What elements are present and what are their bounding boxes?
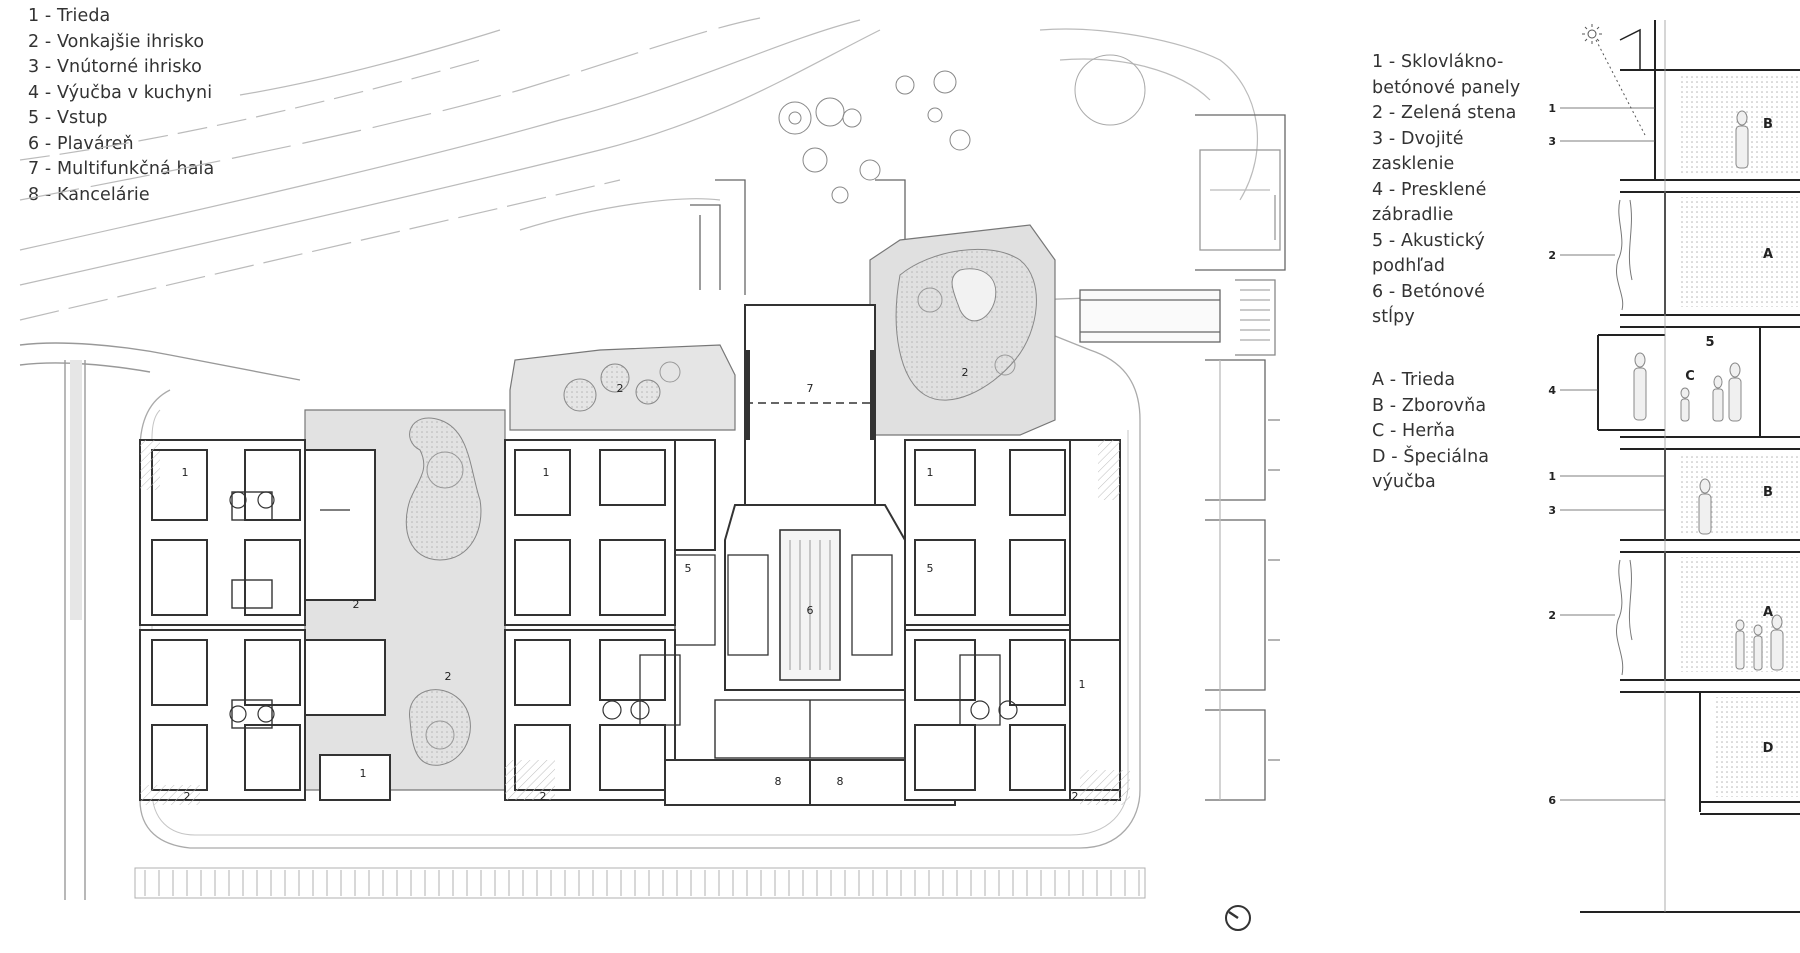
section-legend-item: 4 - Presklené xyxy=(1372,179,1487,200)
plan-label: 2 xyxy=(1072,790,1079,803)
neighbour-buildings xyxy=(1195,114,1286,801)
plan-label: 1 xyxy=(360,767,367,780)
plan-label: 2 xyxy=(617,382,624,395)
room-legend-item: C - Herňa xyxy=(1372,421,1456,441)
plan-label: 2 xyxy=(353,598,360,611)
plan-legend-item: 4 - Výučba v kuchyni xyxy=(28,82,213,103)
section-legend-item: 3 - Dvojité xyxy=(1372,128,1464,149)
site-contours xyxy=(19,17,1258,321)
plan-label: 2 xyxy=(445,670,452,683)
site-trees xyxy=(778,54,1146,204)
room-legend-item: výučba xyxy=(1372,472,1436,492)
section-legend-item: 2 - Zelená stena xyxy=(1372,103,1517,123)
plan-label: 5 xyxy=(685,562,692,575)
section-callout: 2 xyxy=(1548,249,1556,262)
plan-legend-item: 8 - Kancelárie xyxy=(28,184,150,205)
section-legend: 1 - Sklovlákno- betónové panely 2 - Zele… xyxy=(1372,50,1520,331)
plan-label: 1 xyxy=(1079,678,1086,691)
center-block xyxy=(664,304,956,806)
plan-legend: 1 - Trieda 2 - Vonkajšie ihrisko 3 - Vnú… xyxy=(28,4,214,208)
plan-label: 2 xyxy=(962,366,969,379)
plan-label: 1 xyxy=(543,466,550,479)
plan-label: 8 xyxy=(837,775,844,788)
north-arrow-icon xyxy=(1225,905,1251,931)
section-callout: 4 xyxy=(1548,384,1556,397)
people-figures xyxy=(1633,110,1784,671)
section-legend-item: zábradlie xyxy=(1372,205,1454,225)
plan-label: 1 xyxy=(927,466,934,479)
sun-icon xyxy=(1582,24,1646,136)
section-callout: 3 xyxy=(1548,135,1556,148)
room-callout: C xyxy=(1685,369,1695,384)
plan-legend-item: 7 - Multifunkčná hala xyxy=(28,159,215,179)
building-section-drawing: 1 3 2 4 1 3 2 6 B A 5 C B A D xyxy=(1548,20,1800,913)
room-callout: A xyxy=(1763,247,1773,262)
plan-label: 2 xyxy=(184,790,191,803)
section-legend-item: stĺpy xyxy=(1372,307,1415,327)
section-callout: 1 xyxy=(1548,470,1556,483)
room-callout: B xyxy=(1763,485,1773,500)
plan-legend-item: 2 - Vonkajšie ihrisko xyxy=(28,31,205,52)
plan-label: 1 xyxy=(182,466,189,479)
wing-center-right xyxy=(904,439,1130,805)
section-callout: 2 xyxy=(1548,609,1556,622)
plan-label: 6 xyxy=(807,604,814,617)
section-callout: 6 xyxy=(1548,794,1556,807)
plan-label: 2 xyxy=(540,790,547,803)
plan-legend-item: 3 - Vnútorné ihrisko xyxy=(28,57,202,77)
section-legend-item: betónové panely xyxy=(1372,77,1521,98)
section-callout: 3 xyxy=(1548,504,1556,517)
section-legend-item: 1 - Sklovlákno- xyxy=(1372,52,1504,72)
room-callout: B xyxy=(1763,117,1773,132)
room-legend: A - Trieda B - Zborovňa C - Herňa D - Šp… xyxy=(1372,368,1489,496)
section-legend-item: podhľad xyxy=(1372,256,1446,276)
parking-strip xyxy=(134,867,1146,899)
room-legend-item: B - Zborovňa xyxy=(1372,395,1487,416)
north-structures xyxy=(690,179,1276,356)
room-callout: 5 xyxy=(1705,335,1714,350)
plan-label: 8 xyxy=(775,775,782,788)
plan-label: 5 xyxy=(927,562,934,575)
section-callout: 1 xyxy=(1548,102,1556,115)
room-legend-item: A - Trieda xyxy=(1372,370,1456,390)
plan-number-labels: 1 1 1 1 1 2 2 2 2 2 2 2 5 5 6 7 8 8 xyxy=(182,366,1086,803)
room-callout: A xyxy=(1763,605,1773,620)
room-callout: D xyxy=(1763,741,1774,756)
wing-west-upper xyxy=(139,439,376,626)
wing-center-left xyxy=(504,439,716,801)
section-legend-item: 5 - Akustický xyxy=(1372,230,1485,251)
section-legend-item: zasklenie xyxy=(1372,154,1455,174)
plan-legend-item: 1 - Trieda xyxy=(28,6,111,26)
green-wall-icon xyxy=(1616,199,1633,676)
section-legend-item: 6 - Betónové xyxy=(1372,281,1486,302)
plan-legend-item: 6 - Plaváreň xyxy=(28,133,134,154)
room-legend-item: D - Špeciálna xyxy=(1372,446,1490,467)
site-road xyxy=(19,342,301,900)
plan-label: 7 xyxy=(807,382,814,395)
wing-west-lower xyxy=(139,629,391,805)
plan-legend-item: 5 - Vstup xyxy=(28,108,108,128)
